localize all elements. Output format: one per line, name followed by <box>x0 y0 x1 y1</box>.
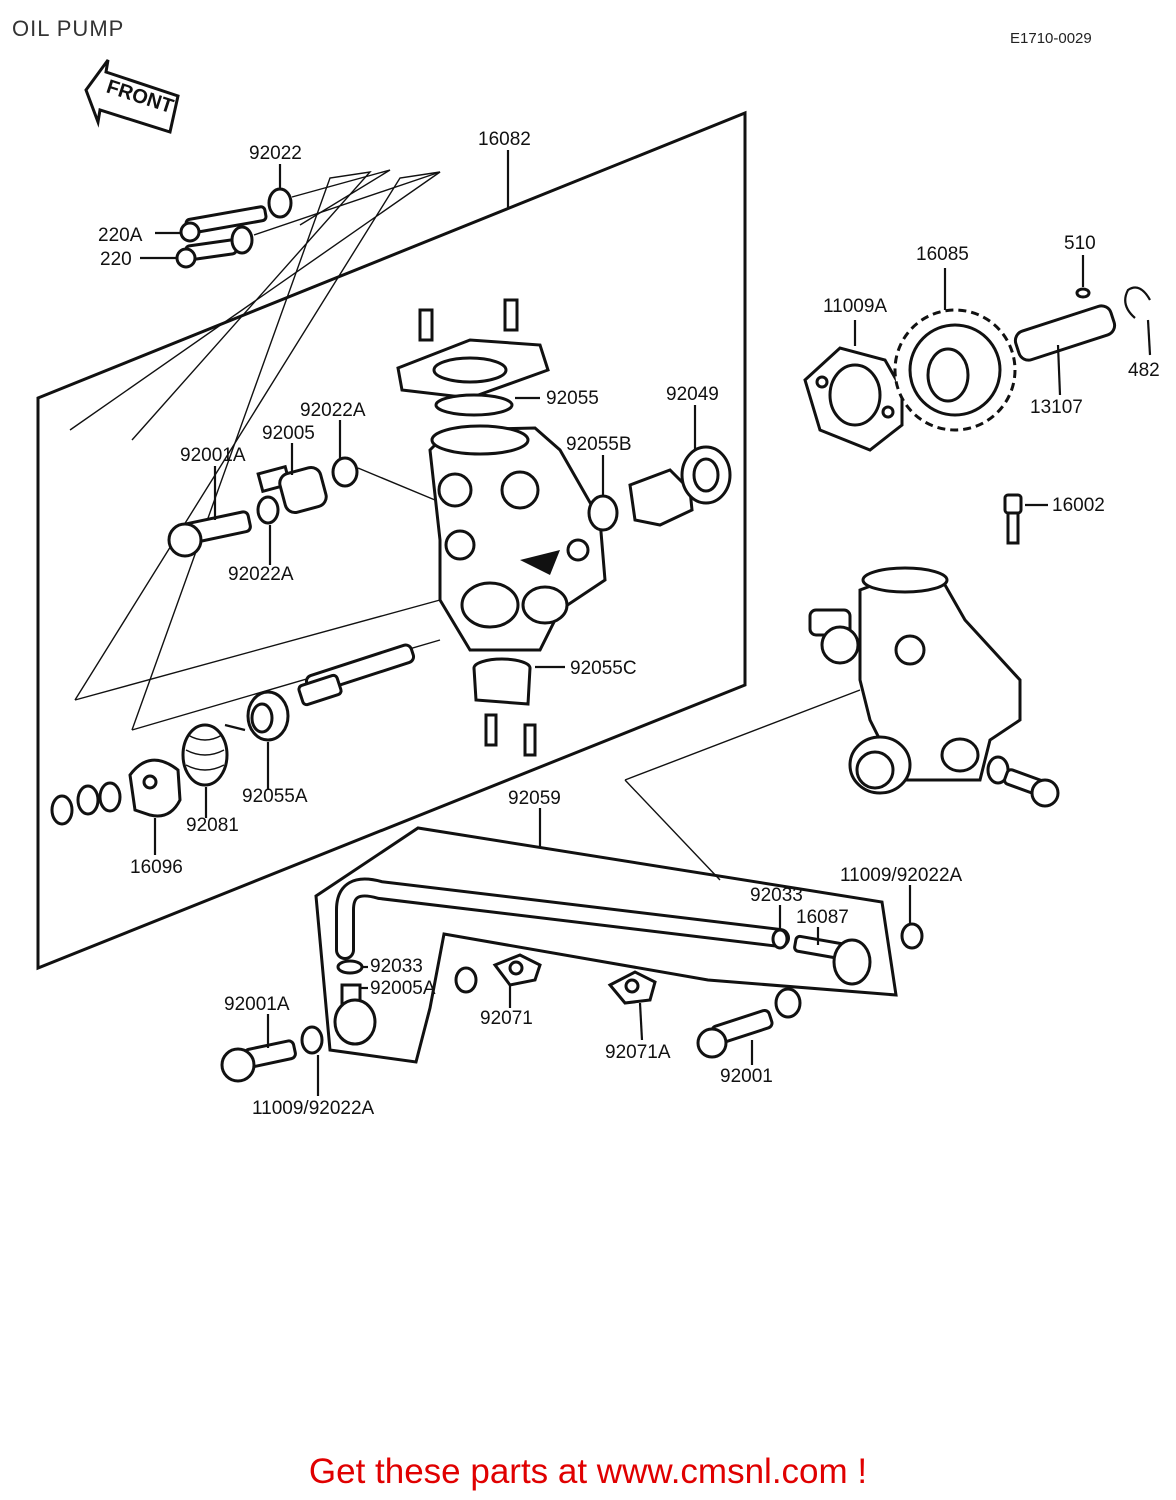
label-11009A: 11009A <box>823 296 887 317</box>
label-16085: 16085 <box>916 244 969 265</box>
leader-lines <box>140 150 1152 1096</box>
clamp-92033-left <box>336 959 364 975</box>
label-92005A: 92005A <box>370 978 436 999</box>
label-92055: 92055 <box>546 388 599 409</box>
bolt-16002 <box>1003 493 1023 545</box>
label-92033-left: 92033 <box>370 956 423 977</box>
bolt-220 <box>175 238 238 269</box>
label-92055B: 92055B <box>566 434 632 455</box>
front-arrow-icon: FRONT <box>84 59 180 134</box>
bolt-92001A <box>167 510 252 558</box>
grommet-92071 <box>492 953 542 987</box>
pump-cover <box>396 298 550 400</box>
washer-92022 <box>267 187 293 219</box>
collar-92055A <box>246 690 290 742</box>
label-92055C: 92055C <box>570 658 637 679</box>
washer-11009-right <box>900 922 924 950</box>
bolt-220A <box>179 205 268 243</box>
collar-92055C <box>472 657 537 757</box>
washer-11009-bottom <box>300 1025 324 1055</box>
label-92005: 92005 <box>262 423 315 444</box>
fitting-92005 <box>256 464 328 515</box>
label-92059: 92059 <box>508 788 561 809</box>
label-92001: 92001 <box>720 1066 773 1087</box>
label-13107: 13107 <box>1030 397 1083 418</box>
hose-assembly-outline <box>314 689 898 1064</box>
nut-left <box>50 794 74 826</box>
label-11009-92022A-right: 11009/92022A <box>840 865 963 886</box>
label-16002: 16002 <box>1052 495 1105 516</box>
gasket-11009A <box>803 346 904 452</box>
label-92022A-mid: 92022A <box>228 564 294 585</box>
page-title: OIL PUMP <box>12 16 125 41</box>
lever-16096 <box>128 758 182 818</box>
part-labels: 92022 16082 220A 220 16085 510 11009A 48… <box>98 129 1160 1119</box>
washer-92022A-left <box>256 495 280 525</box>
label-92071: 92071 <box>480 1008 533 1029</box>
label-92049: 92049 <box>666 384 719 405</box>
grommet-92071A <box>607 970 657 1005</box>
label-92001A-bottom: 92001A <box>224 994 290 1015</box>
o-ring-92055 <box>434 393 514 417</box>
o-ring-92055B <box>587 494 619 532</box>
label-92022: 92022 <box>249 143 302 164</box>
main-assembly-outline <box>36 110 747 971</box>
fitting-92005A <box>333 983 377 1046</box>
pump-shaft <box>297 643 416 707</box>
bolt-right <box>1003 768 1060 808</box>
diagram-code: E1710-0029 <box>1010 30 1092 47</box>
label-16082: 16082 <box>478 129 531 150</box>
washer-hose-mid <box>454 966 478 994</box>
banjo-16087 <box>793 934 872 986</box>
label-482: 482 <box>1128 360 1160 381</box>
pin-510 <box>1075 287 1091 299</box>
label-92081: 92081 <box>186 815 239 836</box>
label-220A: 220A <box>98 225 143 246</box>
shaft-13107 <box>1013 304 1117 362</box>
washer-92022-lower <box>230 225 254 255</box>
bolt-92001 <box>696 1008 774 1059</box>
clip-482 <box>1124 286 1151 319</box>
promo-link[interactable]: Get these parts at www.cmsnl.com ! <box>308 1452 868 1491</box>
spring-92081 <box>181 723 246 787</box>
label-92022A-top: 92022A <box>300 400 366 421</box>
label-11009-92022A-bottom: 11009/92022A <box>252 1098 375 1119</box>
gear-16085 <box>893 308 1017 432</box>
washer-left-1 <box>98 781 122 813</box>
assembled-pump <box>808 566 1022 795</box>
hose-92059 <box>335 877 790 960</box>
label-92033-right: 92033 <box>750 885 803 906</box>
label-92055A: 92055A <box>242 786 308 807</box>
seal-92049 <box>628 445 732 527</box>
washer-92001 <box>774 987 802 1019</box>
bolt-92001A-bottom <box>220 1039 297 1083</box>
label-510: 510 <box>1064 233 1096 254</box>
washer-92022A-top <box>331 456 359 488</box>
label-16096: 16096 <box>130 857 183 878</box>
washer-left-2 <box>76 784 100 816</box>
label-16087: 16087 <box>796 907 849 928</box>
label-220: 220 <box>100 249 132 270</box>
label-92071A: 92071A <box>605 1042 671 1063</box>
label-92001A-top: 92001A <box>180 445 246 466</box>
clamp-92033-right <box>771 928 789 950</box>
pump-body <box>428 424 607 652</box>
